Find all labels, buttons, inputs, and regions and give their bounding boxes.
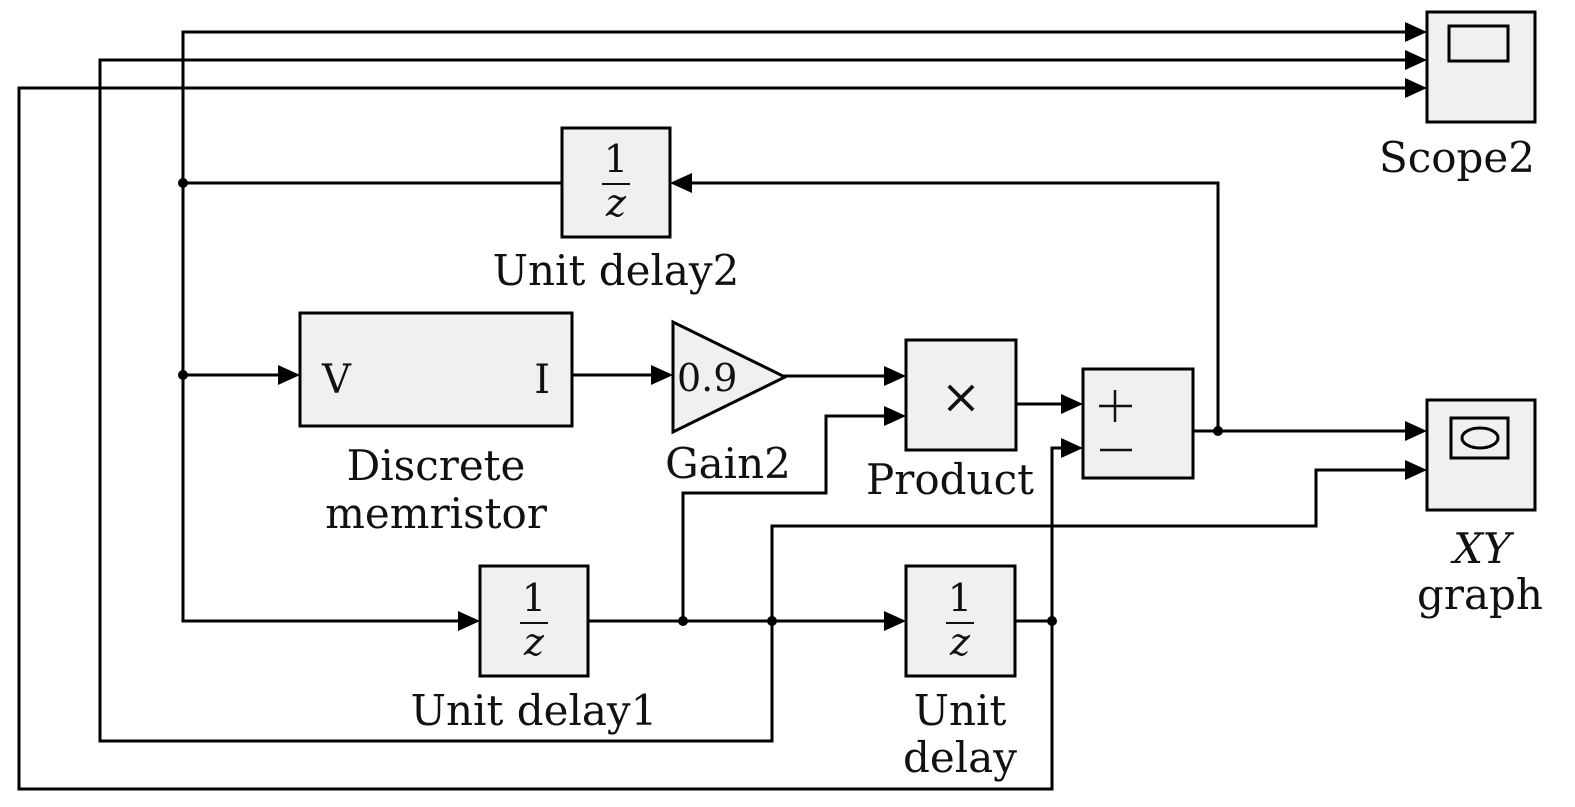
discrete-memristor-block[interactable]: V I Discrete memristor <box>298 311 574 538</box>
unit-delay1-denominator: z <box>523 620 545 664</box>
unit-delay1-label: Unit delay1 <box>411 686 658 735</box>
junction-dot <box>1213 426 1223 436</box>
arrow-unit-delay1-in <box>458 611 480 631</box>
sum-block[interactable] <box>1081 367 1195 480</box>
arrow-scope2-in2 <box>1405 50 1427 70</box>
unit-delay2-denominator: z <box>605 181 627 225</box>
product-label: Product <box>866 455 1034 504</box>
arrow-gain2-in <box>651 365 673 385</box>
arrow-sum-in2 <box>1061 438 1083 458</box>
junction-dot <box>678 616 688 626</box>
arrow-product-in2 <box>884 406 906 426</box>
memristor-port-v: V <box>321 357 352 403</box>
unit-delay2-label: Unit delay2 <box>493 246 740 295</box>
multiply-icon: × <box>941 369 981 425</box>
junction-dot <box>178 370 188 380</box>
unit-delay1-block[interactable]: 1 z Unit delay1 <box>411 564 658 735</box>
product-block[interactable]: × Product <box>866 338 1034 504</box>
memristor-port-i: I <box>534 357 550 403</box>
unit-delay-label-line1: Unit <box>914 686 1007 735</box>
xy-graph-label-line2: graph <box>1417 570 1543 619</box>
unit-delay2-block[interactable]: 1 z Unit delay2 <box>493 126 740 295</box>
unit-delay2-numerator: 1 <box>604 137 628 181</box>
wire-unit-delay1-to-scope2-in2[interactable] <box>98 58 1412 743</box>
unit-delay1-numerator: 1 <box>522 576 546 620</box>
wire-unit-delay-to-sum-minus[interactable] <box>1050 446 1069 623</box>
wire-unit-delay1-to-product-in2[interactable] <box>681 414 892 623</box>
gain2-value: 0.9 <box>677 356 737 400</box>
arrow-xy-in2 <box>1405 460 1427 480</box>
plus-icon <box>1099 390 1132 422</box>
arrow-scope2-in3 <box>1405 78 1427 98</box>
wires <box>17 30 1412 791</box>
wire-unit-delay1-to-xy-in2[interactable] <box>770 468 1412 623</box>
xy-graph-label-line1: XY <box>1450 524 1515 573</box>
unit-delay-block[interactable]: 1 z Unit delay <box>903 564 1017 782</box>
junctions <box>178 178 1223 626</box>
arrowheads <box>278 22 1427 631</box>
memristor-label-line1: Discrete <box>347 441 526 490</box>
xy-graph-icon <box>1449 416 1510 460</box>
wire-bus-to-scope2-in1[interactable] <box>181 30 1412 623</box>
unit-delay-denominator: z <box>949 620 971 664</box>
unit-delay-label-line2: delay <box>903 733 1017 782</box>
memristor-label-line2: memristor <box>325 489 548 538</box>
unit-delay-numerator: 1 <box>948 576 972 620</box>
scope2-label: Scope2 <box>1379 133 1535 182</box>
arrow-product-in1 <box>884 366 906 386</box>
ellipse-icon <box>1460 426 1500 450</box>
arrow-unit-delay-in <box>884 611 906 631</box>
gain2-block[interactable]: 0.9 Gain2 <box>665 319 791 488</box>
arrow-memristor-in <box>278 365 300 385</box>
xy-graph-block[interactable]: XY graph <box>1417 398 1543 619</box>
scope-icon <box>1447 24 1510 63</box>
gain2-label: Gain2 <box>665 439 791 488</box>
wire-unit-delay-to-scope2-in3[interactable] <box>17 86 1412 791</box>
arrow-unit-delay2-in <box>670 173 692 193</box>
arrow-sum-in1 <box>1061 394 1083 414</box>
arrow-xy-in1 <box>1405 421 1427 441</box>
wire-sum-to-unit-delay2[interactable] <box>684 181 1220 433</box>
junction-dot <box>178 178 188 188</box>
junction-dot <box>767 616 777 626</box>
scope2-block[interactable]: Scope2 <box>1379 10 1537 182</box>
junction-dot <box>1047 616 1057 626</box>
arrow-scope2-in1 <box>1405 22 1427 42</box>
